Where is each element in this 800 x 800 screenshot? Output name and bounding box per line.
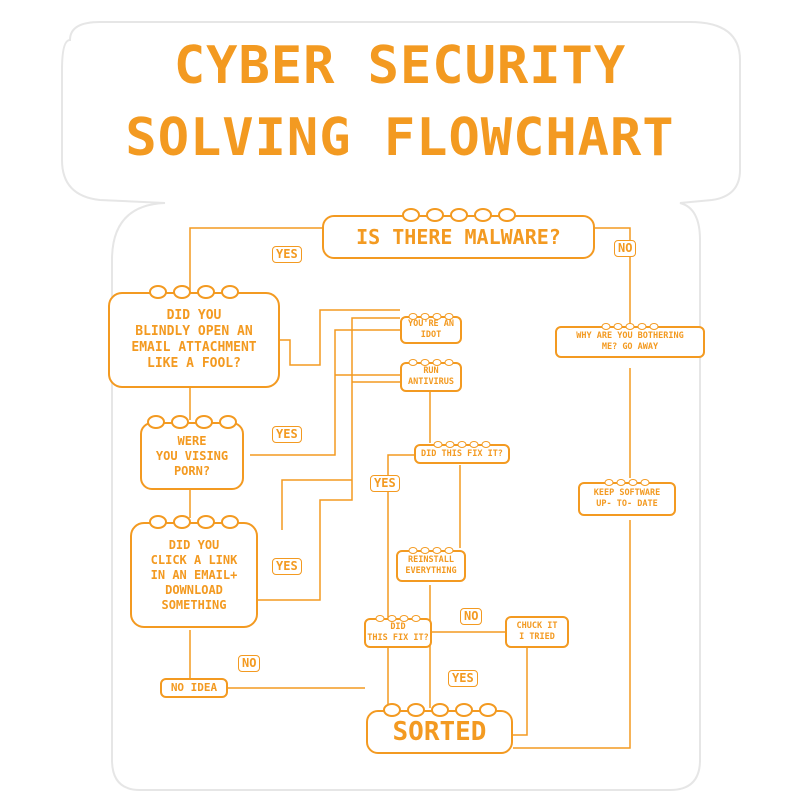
node-go-away: WHY ARE YOU BOTHERING ME? GO AWAY [555,323,705,358]
node-chuck-it: CHUCK IT I TRIED [505,616,569,648]
node-label: DID THIS FIX IT? [367,622,429,643]
connector [280,309,400,366]
node-label: RUN ANTIVIRUS [407,366,455,387]
label-yes-link: YES [272,558,302,575]
connector [595,227,631,325]
node-idiot: YOU'RE AN IDOT [400,313,462,344]
node-antivirus: RUN ANTIVIRUS [400,359,462,392]
node-fix-2: DID THIS FIX IT? [364,615,432,648]
label-yes-porn: YES [272,426,302,443]
node-click-link: DID YOU CLICK A LINK IN AN EMAIL+ DOWNLO… [130,515,258,628]
label-yes-fix1: YES [370,475,400,492]
node-reinstall: REINSTALL EVERYTHING [396,547,466,582]
label-yes-malware: YES [272,246,302,263]
connector [250,329,400,456]
label-no-fix2: NO [460,608,483,625]
connector [281,479,352,530]
label-no-link: NO [238,655,261,672]
connector [189,227,322,290]
label-no-malware: NO [614,240,637,257]
node-label: CHUCK IT I TRIED [516,621,558,642]
node-label: WHY ARE YOU BOTHERING ME? GO AWAY [576,331,684,352]
connector [258,317,400,601]
node-label: DID THIS FIX IT? [421,448,503,459]
node-no-idea: NO IDEA [160,678,228,698]
node-is-there-malware: IS THERE MALWARE? [322,208,595,259]
node-label: KEEP SOFTWARE UP- TO- DATE [593,488,661,509]
node-email-attachment: DID YOU BLINDLY OPEN AN EMAIL ATTACHMENT… [108,285,280,388]
node-fix-1: DID THIS FIX IT? [414,441,510,464]
node-label: IS THERE MALWARE? [356,224,561,249]
node-porn: WERE YOU VISING PORN? [140,415,244,490]
node-label: DID YOU CLICK A LINK IN AN EMAIL+ DOWNLO… [150,537,238,612]
node-keep-software: KEEP SOFTWARE UP- TO- DATE [578,479,676,516]
node-label: SORTED [392,716,487,747]
node-label: WERE YOU VISING PORN? [155,433,229,478]
node-label: YOU'RE AN IDOT [407,319,455,340]
connector [513,648,528,736]
title-line-2: SOLVING FLOWCHART [125,108,675,168]
node-label: NO IDEA [170,681,218,695]
node-label: DID YOU BLINDLY OPEN AN EMAIL ATTACHMENT… [131,307,257,372]
label-yes-fix2: YES [448,670,478,687]
connector [513,520,631,749]
node-sorted: SORTED [366,703,513,754]
node-label: REINSTALL EVERYTHING [405,555,457,576]
title-line-1: CYBER SECURITY [173,36,627,96]
